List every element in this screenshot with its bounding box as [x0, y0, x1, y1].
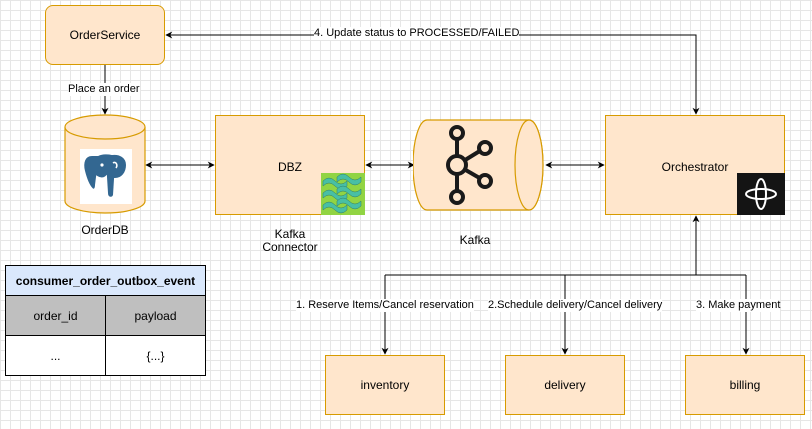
kafka-label: Kafka [459, 233, 491, 247]
kafka-icon [446, 125, 493, 205]
orchestrator-node: Orchestrator [605, 115, 785, 215]
reserve-items-label: 1. Reserve Items/Cancel reservation [296, 299, 474, 312]
order-service-node: OrderService [45, 5, 165, 65]
edge-update-status [165, 31, 700, 115]
outbox-cell-payload: {...} [105, 335, 206, 376]
kafka-connector-label-line2: Connector [262, 240, 318, 254]
temporal-icon [737, 173, 785, 215]
outbox-table-title: consumer_order_outbox_event [5, 265, 206, 296]
outbox-column-order-id: order_id [5, 295, 106, 336]
delivery-label: delivery [544, 378, 586, 392]
delivery-node: delivery [505, 355, 625, 415]
order-db-label: OrderDB [81, 223, 129, 237]
order-service-label: OrderService [69, 28, 141, 42]
schedule-delivery-label: 2.Schedule delivery/Cancel delivery [488, 299, 663, 312]
orchestrator-label: Orchestrator [661, 160, 729, 174]
outbox-table: consumer_order_outbox_event order_id pay… [5, 265, 206, 376]
order-db-cylinder [64, 114, 146, 214]
billing-label: billing [729, 378, 761, 392]
inventory-node: inventory [325, 355, 445, 415]
debezium-icon [321, 173, 365, 215]
dbz-node: DBZ [215, 115, 365, 215]
postgresql-elephant-icon [80, 149, 132, 204]
kafka-cylinder [413, 119, 544, 211]
outbox-cell-order-id: ... [5, 335, 106, 376]
outbox-column-payload: payload [105, 295, 206, 336]
billing-node: billing [685, 355, 805, 415]
make-payment-label: 3. Make payment [696, 299, 781, 312]
table-row: ... {...} [5, 335, 206, 376]
kafka-connector-label-line1: Kafka [274, 227, 306, 241]
kafka-connector-label: Kafka Connector [240, 228, 340, 254]
inventory-label: inventory [360, 378, 410, 392]
dbz-label: DBZ [278, 160, 302, 174]
place-order-label: Place an order [68, 83, 140, 96]
update-status-label: 4. Update status to PROCESSED/FAILED [314, 27, 520, 40]
